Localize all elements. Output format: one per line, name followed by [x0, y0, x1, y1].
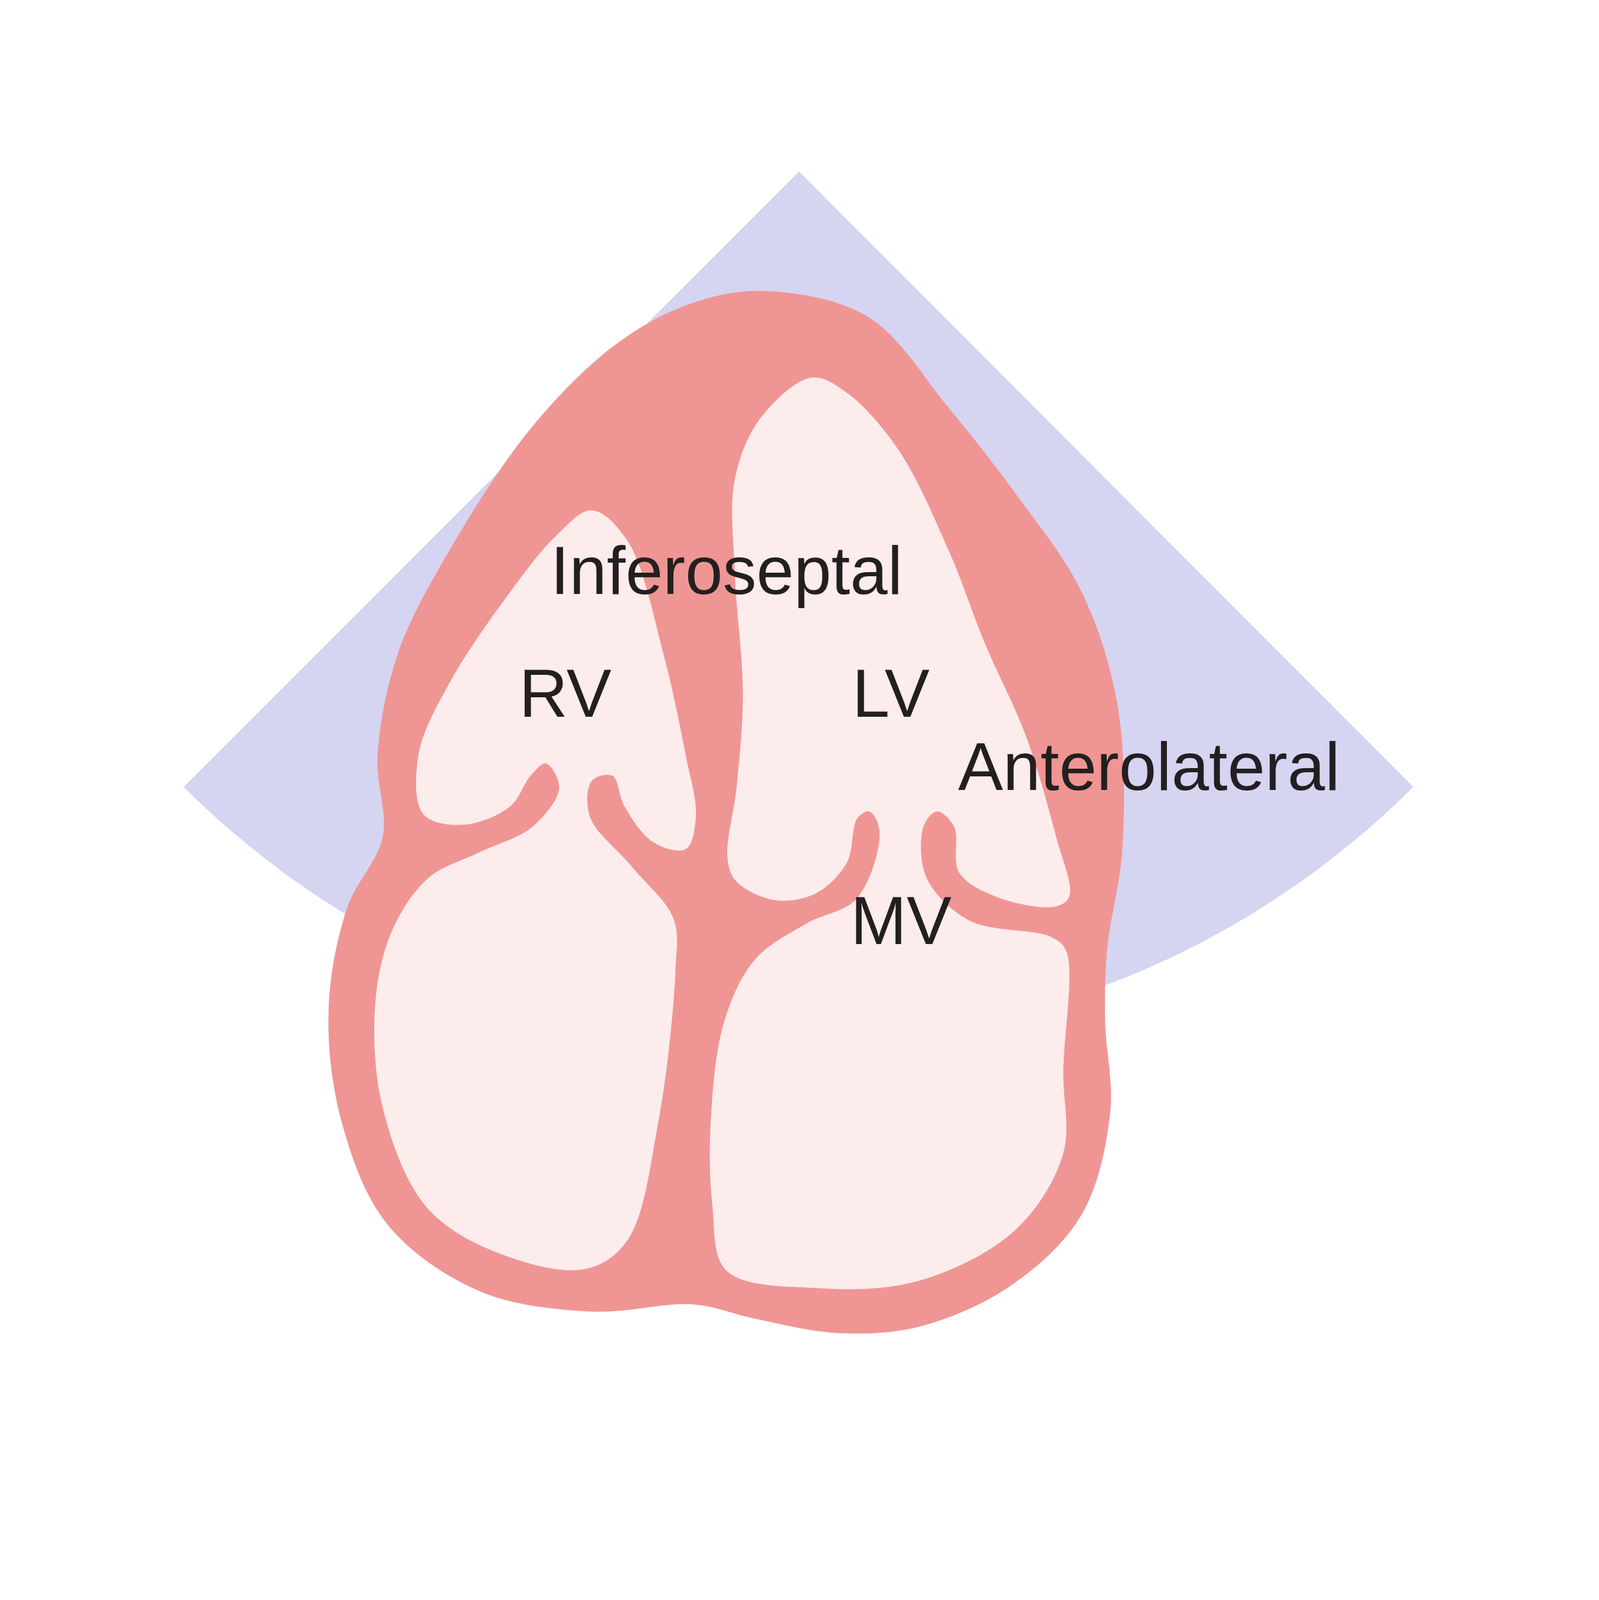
- chamber-label: LV: [852, 659, 930, 727]
- left-heart-cavity: [710, 377, 1071, 1289]
- wall-label: Anterolateral: [957, 732, 1340, 800]
- chamber-label: RV: [519, 659, 612, 727]
- valve-label: MV: [850, 886, 952, 954]
- right-heart-cavity: [374, 509, 696, 1270]
- wall-label: Inferoseptal: [550, 536, 903, 604]
- heart: [328, 290, 1124, 1334]
- heart-wall: [328, 290, 1124, 1334]
